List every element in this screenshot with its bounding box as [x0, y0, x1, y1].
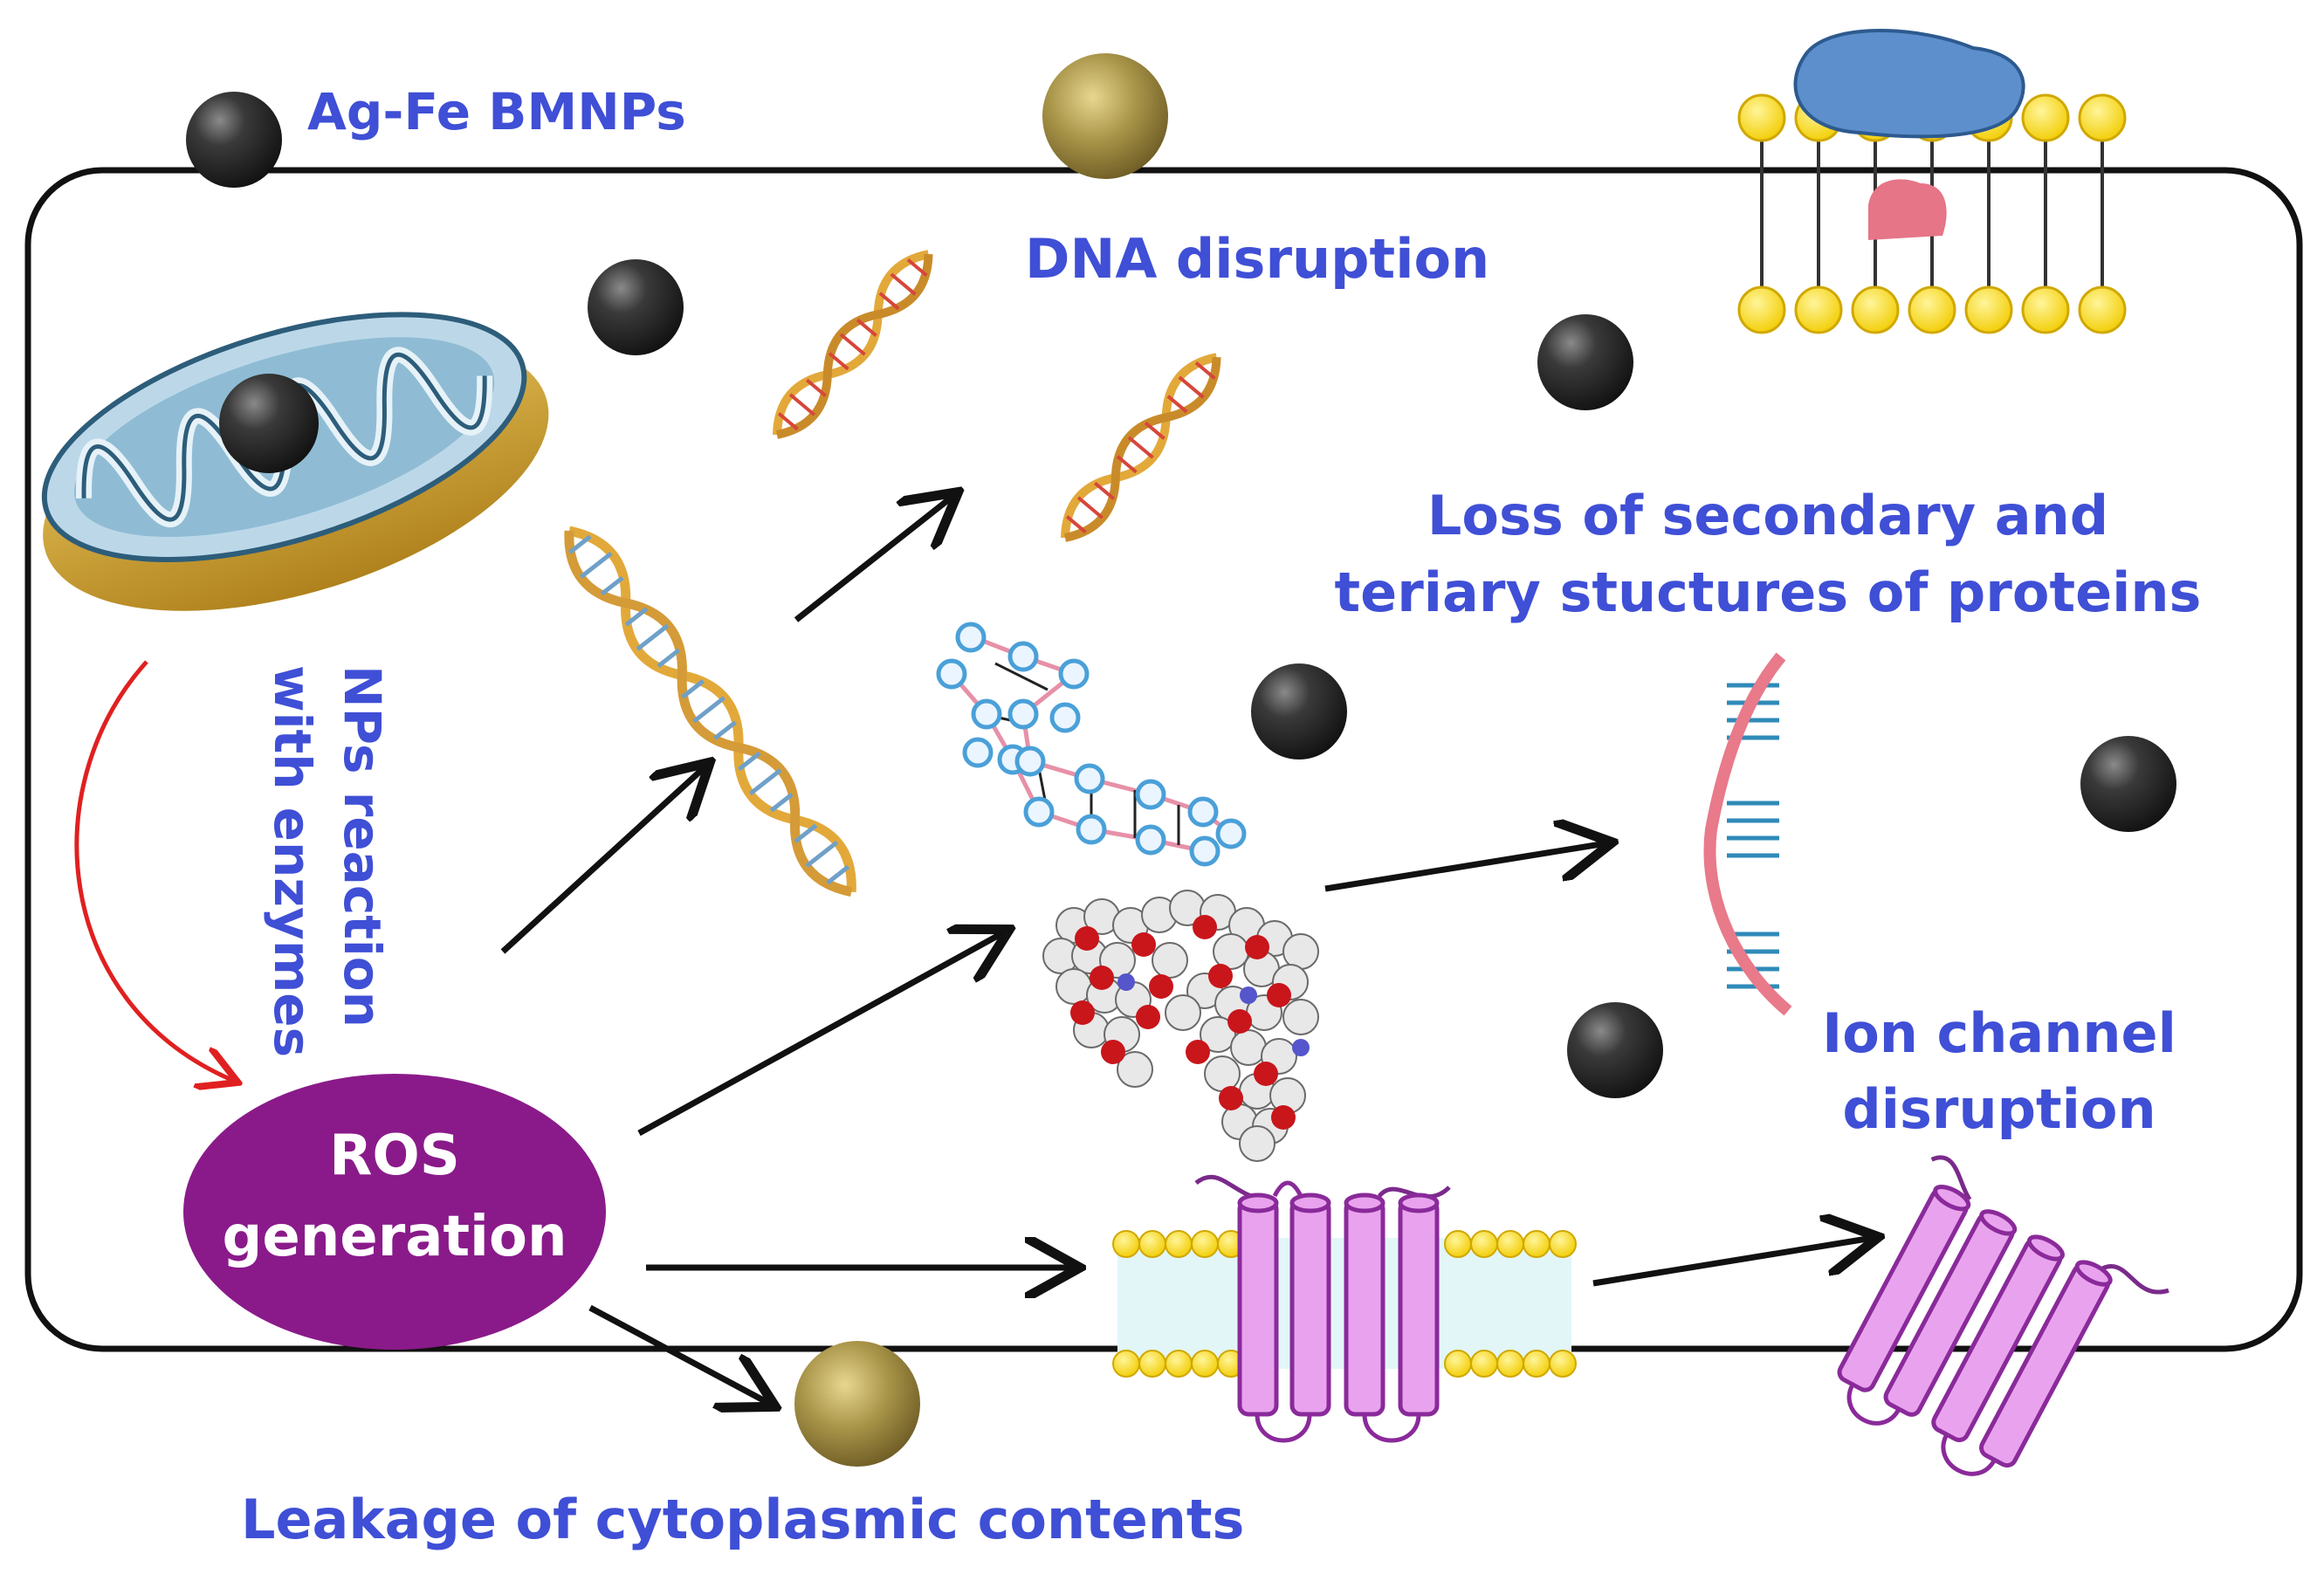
arrow-protein-to-denatured — [1324, 843, 1606, 892]
membrane-protein-icon — [1737, 29, 2127, 334]
nanoparticle-icon — [588, 259, 684, 355]
gold-nanoparticle-icon — [1042, 53, 1168, 179]
nanoparticle-icon — [1567, 1002, 1663, 1098]
ros-label-line2: generation — [223, 1205, 567, 1269]
nanoparticle-icon — [2080, 736, 2176, 832]
ion-channel-icon — [1112, 1174, 1577, 1443]
dna-helix-icon — [564, 526, 856, 897]
ion-channel-label: Ion channel — [1822, 1001, 2176, 1065]
dna-disruption-label: DNA disruption — [1025, 227, 1489, 291]
arrow-channel-to-disrupted — [1592, 1238, 1873, 1287]
leakage-label: Leakage of cytoplasmic contents — [241, 1488, 1244, 1551]
ros-generation-node: ROS generation — [183, 1074, 606, 1350]
protein-molecule-icon — [1042, 890, 1319, 1162]
disrupted-ion-channel-icon — [1837, 1155, 2169, 1476]
arrow-dna-to-disruption — [794, 496, 953, 622]
nanoparticle-icon — [186, 92, 282, 188]
ros-label: ROS — [329, 1124, 460, 1188]
arrow-ros-to-dna — [500, 766, 705, 954]
protein-structure-label: Loss of secondary and — [1427, 484, 2108, 547]
denatured-protein-icon — [1703, 652, 1792, 1016]
arrow-ros-to-leakage — [588, 1304, 770, 1404]
nanoparticle-icon — [1537, 314, 1633, 410]
nanoparticle-icon — [219, 374, 319, 473]
ion-channel-label-line2: disruption — [1842, 1077, 2156, 1141]
dna-fragment-icon — [773, 250, 933, 439]
nanoparticle-label: Ag-Fe BMNPs — [307, 82, 686, 141]
dna-fragment-icon — [1061, 353, 1221, 542]
enzyme-reaction-arrow — [74, 660, 234, 1081]
protein-structure-label-line2: teriary stuctures of proteins — [1335, 560, 2202, 624]
nanoparticle-icon — [1251, 663, 1347, 760]
arrow-ros-to-protein — [637, 932, 1004, 1137]
enzyme-reaction-label: NPs reaction — [333, 665, 392, 1028]
molecular-ladder-icon — [936, 622, 1247, 867]
gold-nanoparticle-icon — [794, 1341, 920, 1467]
enzyme-reaction-label-line2: with enzymes — [263, 665, 322, 1057]
